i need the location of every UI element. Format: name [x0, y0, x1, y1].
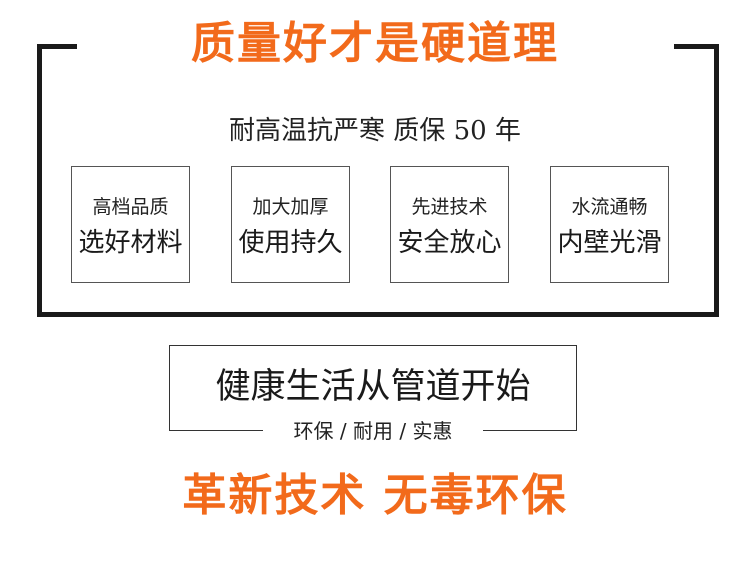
feature-card-subtitle: 安全放心 — [397, 228, 502, 258]
feature-card-title: 高档品质 — [92, 196, 169, 218]
feature-card-thickness: 加大加厚 使用持久 — [231, 166, 350, 283]
feature-card-title: 加大加厚 — [252, 196, 329, 218]
slogan-main: 健康生活从管道开始 — [215, 367, 531, 407]
headline-bottom: 革新技术 无毒环保 — [182, 470, 568, 521]
tagline: 耐高温抗严寒 质保 50 年 — [229, 116, 521, 146]
feature-card-subtitle: 使用持久 — [238, 228, 343, 258]
feature-card-technology: 先进技术 安全放心 — [390, 166, 509, 283]
feature-card-quality: 高档品质 选好材料 — [71, 166, 190, 283]
slogan-sub: 环保 / 耐用 / 实惠 — [263, 417, 483, 445]
frame-corner-right — [674, 44, 714, 49]
headline-top: 质量好才是硬道理 — [191, 18, 559, 69]
feature-card-flow: 水流通畅 内壁光滑 — [550, 166, 669, 283]
feature-card-subtitle: 选好材料 — [78, 228, 183, 258]
feature-card-subtitle: 内壁光滑 — [557, 228, 662, 258]
feature-card-title: 水流通畅 — [571, 196, 648, 218]
feature-frame — [37, 44, 719, 317]
feature-card-title: 先进技术 — [411, 196, 488, 218]
frame-corner-left — [37, 44, 77, 49]
